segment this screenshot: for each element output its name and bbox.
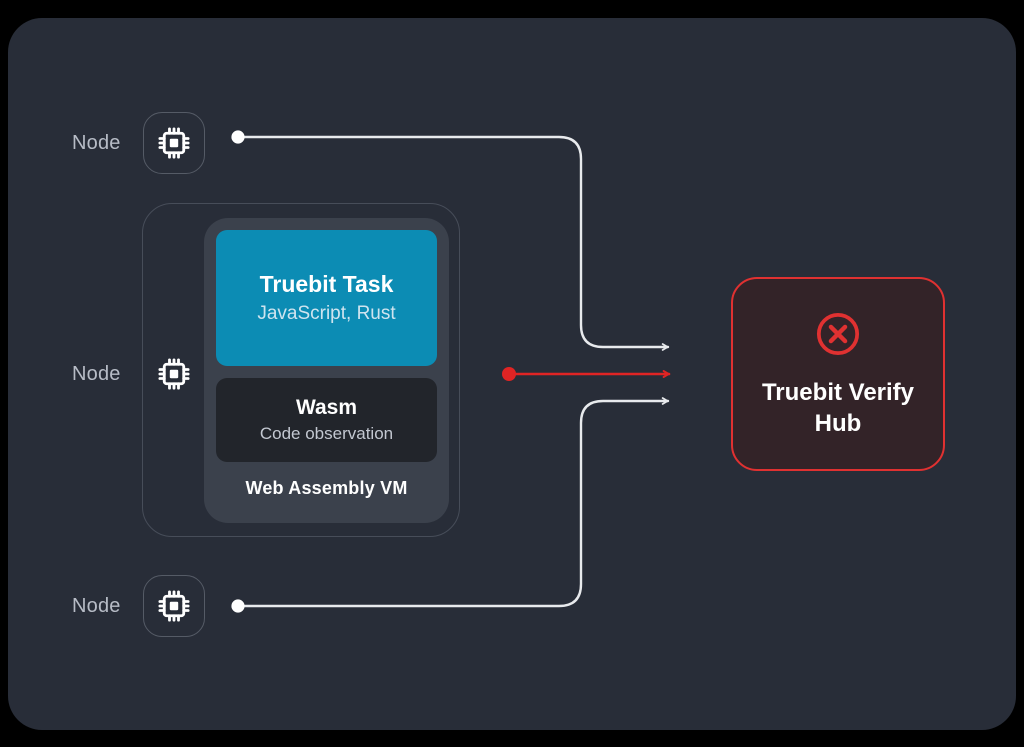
truebit-task-title: Truebit Task [259, 271, 394, 298]
node-bottom-label: Node [72, 594, 121, 617]
cpu-chip-icon [143, 343, 205, 405]
wasm-box[interactable]: Wasm Code observation [216, 378, 437, 462]
node-middle-label: Node [72, 362, 121, 385]
wasm-subtitle: Code observation [259, 424, 394, 444]
vm-caption: Web Assembly VM [245, 478, 408, 498]
wasm-title: Wasm [295, 396, 358, 420]
node-top[interactable]: Node [72, 112, 205, 174]
vm-group-container [142, 203, 460, 537]
truebit-verify-hub[interactable]: Truebit Verify Hub [731, 277, 945, 471]
web-assembly-vm-panel[interactable]: Truebit Task JavaScript, Rust Wasm Code … [204, 218, 449, 523]
cpu-chip-icon [142, 112, 205, 174]
node-top-label: Node [72, 131, 121, 154]
truebit-task-subtitle: JavaScript, Rust [257, 302, 396, 324]
node-middle[interactable]: Node [72, 343, 205, 405]
truebit-task-box[interactable]: Truebit Task JavaScript, Rust [216, 230, 437, 366]
truebit-verify-hub-title: Truebit Verify Hub [761, 378, 915, 437]
node-bottom[interactable]: Node [72, 575, 205, 637]
circle-x-icon [813, 309, 863, 364]
cpu-chip-icon [142, 575, 205, 637]
